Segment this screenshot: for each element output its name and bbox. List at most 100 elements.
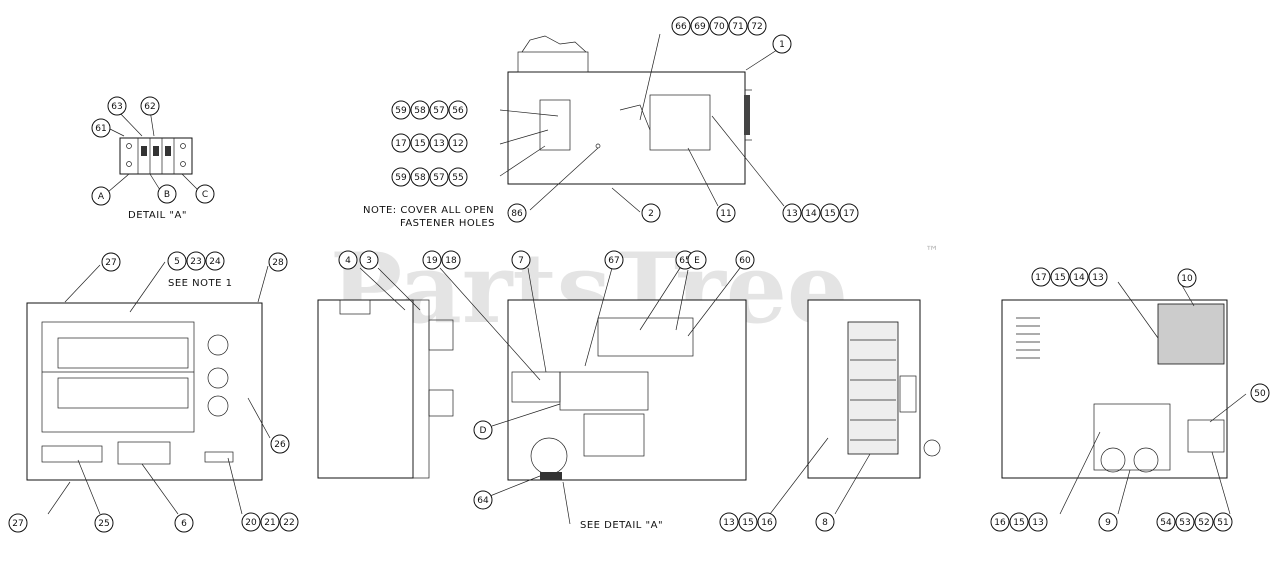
callout-label: 27 bbox=[105, 258, 116, 268]
callout-c11: 11 bbox=[716, 203, 736, 223]
callout-label: 18 bbox=[445, 256, 457, 266]
callout-c14a: 14 bbox=[801, 203, 821, 223]
callout-c21: 21 bbox=[260, 512, 280, 532]
callout-label: 2 bbox=[648, 209, 654, 219]
callout-label: 65 bbox=[679, 256, 690, 266]
engine-view bbox=[1001, 281, 1247, 515]
callout-c53: 53 bbox=[1175, 512, 1195, 532]
callout-label: 17 bbox=[843, 209, 854, 219]
callout-label: 60 bbox=[739, 256, 751, 266]
callout-label: 13 bbox=[433, 139, 444, 149]
callout-c52: 52 bbox=[1194, 512, 1214, 532]
callout-label: 26 bbox=[274, 440, 286, 450]
callout-c61: 61 bbox=[91, 118, 111, 138]
callout-c71: 71 bbox=[728, 16, 748, 36]
callout-label: 20 bbox=[245, 518, 257, 528]
callout-c9: 9 bbox=[1098, 512, 1118, 532]
callout-c15c: 15 bbox=[738, 512, 758, 532]
callout-label: 14 bbox=[1073, 273, 1085, 283]
callout-c16a: 16 bbox=[757, 512, 777, 532]
callout-c13d: 13 bbox=[1088, 267, 1108, 287]
callout-label: 15 bbox=[414, 139, 425, 149]
callout-label: 72 bbox=[751, 22, 762, 32]
callout-label: 51 bbox=[1217, 518, 1228, 528]
callout-c22: 22 bbox=[279, 512, 299, 532]
detail-a-view bbox=[107, 109, 199, 193]
callout-label: 22 bbox=[283, 518, 294, 528]
callout-label: 6 bbox=[181, 519, 187, 529]
callout-c3: 3 bbox=[359, 250, 379, 270]
callout-label: 9 bbox=[1105, 518, 1111, 528]
callout-c10: 10 bbox=[1177, 268, 1197, 288]
callout-c62: 62 bbox=[140, 96, 160, 116]
callout-c51: 51 bbox=[1213, 512, 1233, 532]
callout-c86: 86 bbox=[507, 203, 527, 223]
callout-cD: D bbox=[473, 420, 493, 440]
callout-label: A bbox=[98, 192, 105, 202]
callout-c67: 67 bbox=[604, 250, 624, 270]
callout-label: 7 bbox=[518, 256, 524, 266]
callout-c24: 24 bbox=[205, 251, 225, 271]
callout-c57b: 57 bbox=[429, 167, 449, 187]
callout-label: 16 bbox=[994, 518, 1006, 528]
callout-label: 15 bbox=[1013, 518, 1024, 528]
callout-c58a: 58 bbox=[410, 100, 430, 120]
top-unit-view bbox=[499, 33, 785, 213]
callout-c17b: 17 bbox=[839, 203, 859, 223]
callout-label: 11 bbox=[720, 209, 731, 219]
callout-c27a: 27 bbox=[101, 252, 121, 272]
callout-c56: 56 bbox=[448, 100, 468, 120]
callout-label: 17 bbox=[1035, 273, 1046, 283]
callout-label: 19 bbox=[426, 256, 438, 266]
detail-a-caption: DETAIL "A" bbox=[128, 210, 187, 221]
note-line-1: NOTE: COVER ALL OPEN bbox=[363, 205, 494, 216]
callout-c7: 7 bbox=[511, 250, 531, 270]
callout-label: 15 bbox=[742, 518, 753, 528]
callout-label: 14 bbox=[805, 209, 817, 219]
callout-c14b: 14 bbox=[1069, 267, 1089, 287]
callout-c18: 18 bbox=[441, 250, 461, 270]
callout-c13e: 13 bbox=[1028, 512, 1048, 532]
alternator-view bbox=[769, 299, 941, 515]
callout-c23: 23 bbox=[186, 251, 206, 271]
callout-label: 13 bbox=[786, 209, 797, 219]
callout-label: C bbox=[202, 190, 208, 200]
callout-c15d: 15 bbox=[1050, 267, 1070, 287]
callout-label: 13 bbox=[1092, 273, 1103, 283]
callout-label: 13 bbox=[723, 518, 734, 528]
callout-c58b: 58 bbox=[410, 167, 430, 187]
callout-label: 71 bbox=[732, 22, 743, 32]
callout-c13b: 13 bbox=[782, 203, 802, 223]
callout-label: 12 bbox=[452, 139, 463, 149]
callout-label: 27 bbox=[12, 519, 23, 529]
callout-c19: 19 bbox=[422, 250, 442, 270]
callout-label: 24 bbox=[209, 257, 221, 267]
callout-label: 15 bbox=[1054, 273, 1065, 283]
callout-label: 23 bbox=[190, 257, 201, 267]
callout-c72: 72 bbox=[747, 16, 767, 36]
callout-label: 1 bbox=[779, 40, 785, 50]
callout-label: 69 bbox=[694, 22, 706, 32]
callout-c27b: 27 bbox=[8, 513, 28, 533]
callout-cB: B bbox=[157, 184, 177, 204]
callout-label: 21 bbox=[264, 518, 275, 528]
callout-label: 56 bbox=[452, 106, 464, 116]
callout-c15a: 15 bbox=[410, 133, 430, 153]
trademark: ™ bbox=[925, 244, 939, 260]
callout-label: 55 bbox=[452, 173, 463, 183]
callout-label: 58 bbox=[414, 173, 426, 183]
callout-c2: 2 bbox=[641, 203, 661, 223]
callout-label: D bbox=[480, 426, 487, 436]
callout-label: 57 bbox=[433, 173, 444, 183]
callout-label: 64 bbox=[477, 496, 489, 506]
callout-label: 16 bbox=[761, 518, 773, 528]
callout-label: 67 bbox=[608, 256, 619, 266]
callout-label: 70 bbox=[713, 22, 725, 32]
callout-c6: 6 bbox=[174, 513, 194, 533]
callout-c17c: 17 bbox=[1031, 267, 1051, 287]
see-note-caption: SEE NOTE 1 bbox=[168, 278, 232, 289]
callout-label: 66 bbox=[675, 22, 687, 32]
callout-c69: 69 bbox=[690, 16, 710, 36]
